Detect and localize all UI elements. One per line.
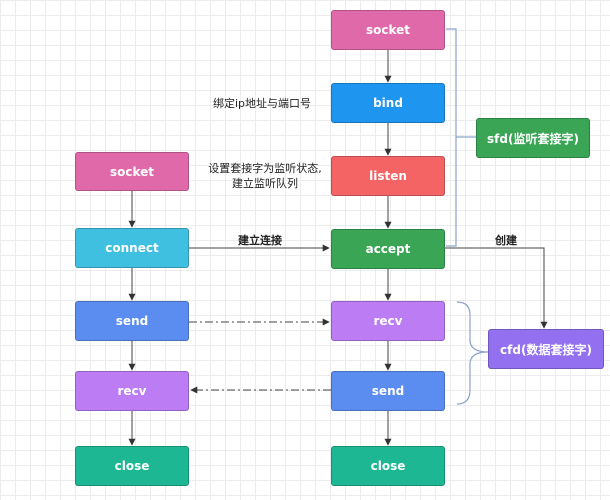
client-socket-node: socket — [75, 152, 189, 191]
client-recv-node: recv — [75, 371, 189, 411]
accept-node: accept — [331, 229, 445, 269]
create-label: 创建 — [495, 234, 517, 247]
brace-sfd — [446, 28, 476, 247]
listen-note: 设置套接字为监听状态, 建立监听队列 — [200, 161, 330, 191]
listen-note-line2: 建立监听队列 — [232, 177, 298, 190]
cfd-node: cfd(数据套接字) — [488, 329, 604, 369]
client-close-node: close — [75, 446, 189, 486]
connect-node: connect — [75, 228, 189, 268]
sfd-node: sfd(监听套接字) — [476, 118, 590, 158]
bind-note: 绑定ip地址与端口号 — [212, 97, 312, 110]
bind-node: bind — [331, 83, 445, 123]
server-recv-node: recv — [331, 301, 445, 341]
arrow-accept-cfd — [445, 247, 548, 329]
listen-note-line1: 设置套接字为监听状态, — [208, 162, 322, 175]
server-close-node: close — [331, 446, 445, 486]
server-socket-node: socket — [331, 10, 445, 50]
connect-label: 建立连接 — [238, 234, 282, 247]
server-send-node: send — [331, 371, 445, 411]
brace-cfd — [456, 301, 489, 405]
listen-node: listen — [331, 156, 445, 196]
client-send-node: send — [75, 301, 189, 341]
